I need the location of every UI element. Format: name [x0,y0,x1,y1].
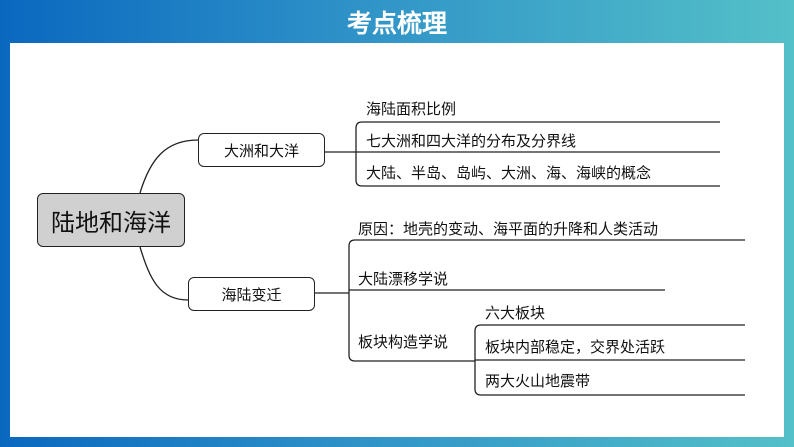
sub-leaf-item: 板块内部稳定，交界处活跃 [485,338,666,356]
leaf-item: 海陆面积比例 [366,100,457,118]
sub-leaf-item: 两大火山地震带 [485,372,591,390]
root-label: 陆地和海洋 [51,208,171,237]
leaf-item: 大陆漂移学说 [358,270,449,288]
branch-label: 海陆变迁 [221,285,282,304]
leaf-item: 原因：地壳的变动、海平面的升降和人类活动 [358,220,659,238]
branch-label: 大洲和大洋 [223,141,299,160]
page-title: 考点梳理 [346,9,447,38]
leaf-item: 板块构造学说 [358,333,449,351]
leaf-item: 七大洲和四大洋的分布及分界线 [366,132,577,150]
branch-node-continents-oceans: 大洲和大洋 [198,133,325,167]
branch-node-land-sea-change: 海陆变迁 [188,277,315,311]
leaf-item: 大陆、半岛、岛屿、大洲、海、海峡的概念 [366,164,652,182]
sub-leaf-item: 六大板块 [485,304,546,322]
root-node: 陆地和海洋 [37,193,185,247]
